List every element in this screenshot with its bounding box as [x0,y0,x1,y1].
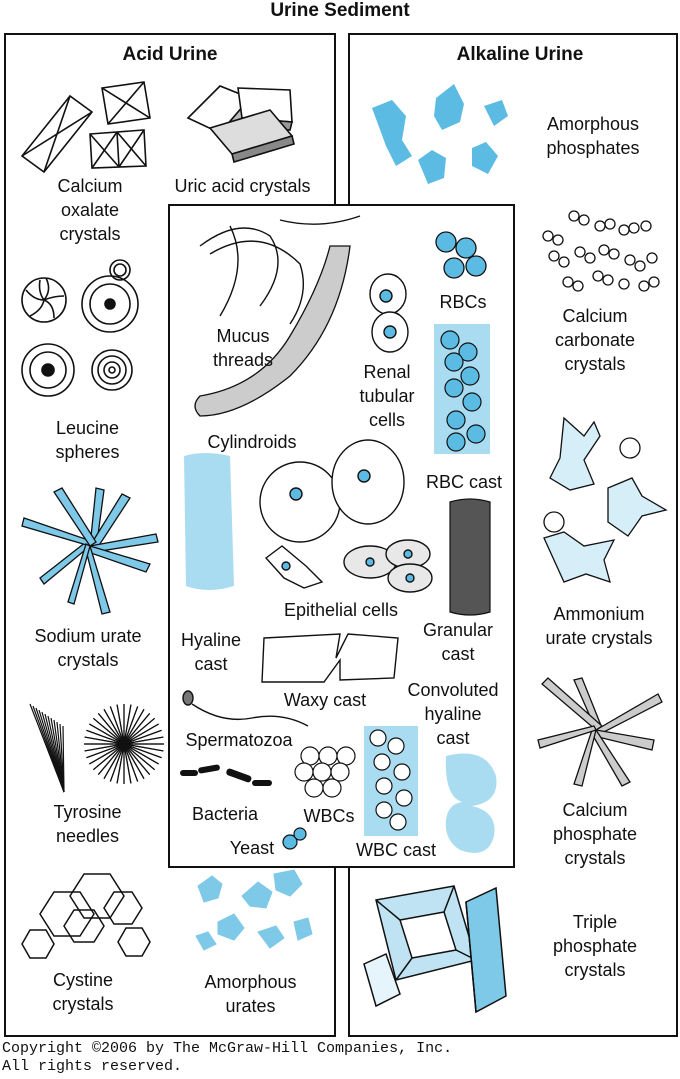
wbcs-label: WBCs [303,806,355,826]
spermatozoa-figure [182,690,309,727]
amorphous-phosphates-label: Amorphous phosphates [546,114,640,158]
amorphous-urates-label: Amorphous urates [204,972,297,1016]
waxy-cast-label: Waxy cast [283,690,367,710]
waxy-cast-figure [261,633,399,683]
calcium-carbonate-crystals-figure [542,210,660,292]
renal-tubular-cells-figure [369,273,409,353]
rbc-cast-label: RBC cast [425,472,503,492]
tyrosine-needles-figure [29,703,164,793]
hyaline-cast-label: Hyaline cast [180,630,242,674]
triple-phosphate-label: Triple phosphate crystals [552,912,638,980]
convoluted-hyaline-cast-figure [445,753,497,853]
cystine-crystals-label: Cystine crystals [52,970,114,1014]
sodium-urate-crystals-figure [21,487,159,615]
calcium-phosphate-label: Calcium phosphate crystals [552,800,638,868]
tyrosine-needles-label: Tyrosine needles [53,802,122,846]
wbc-cast-label: WBC cast [355,840,436,860]
cylindroids-label: Cylindroids [207,432,297,452]
rbcs-label: RBCs [439,292,487,312]
alkaline-urine-heading: Alkaline Urine [456,44,584,65]
convoluted-hyaline-cast-label: Convoluted hyaline cast [407,680,499,748]
cylindroid-figure [194,245,351,417]
page-title: Urine Sediment [270,0,410,21]
sodium-urate-label: Sodium urate crystals [34,626,142,670]
granular-cast-label: Granular cast [422,620,494,664]
spermatozoa-label: Spermatozoa [185,730,293,750]
calcium-phosphate-crystals-figure [537,677,663,787]
epithelial-cells-figure [259,439,433,593]
mucus-threads-figure [199,215,361,325]
center-figures [180,215,497,853]
wbc-cast-figure [364,726,418,836]
bacteria-figure [180,764,272,786]
calcium-oxalate-label: Calcium oxalate crystals [57,176,123,244]
wbcs-figure [294,746,356,798]
acid-urine-heading: Acid Urine [122,44,218,65]
leucine-spheres-figure [21,259,139,397]
ammonium-urate-crystals-figure [543,416,668,584]
yeast-label: Yeast [229,838,275,858]
yeast-figure [282,827,307,850]
epithelial-cells-label: Epithelial cells [283,600,399,620]
calcium-oxalate-crystals-figure [20,81,151,174]
bacteria-label: Bacteria [191,804,259,824]
granular-cast-figure [449,498,491,616]
mucus-threads-label: Mucus threads [212,326,274,370]
uric-acid-label: Uric acid crystals [174,176,311,196]
renal-tubular-cells-label: Renal tubular cells [359,362,415,430]
rbcs-figure [435,231,487,279]
rbc-cast-figure [434,324,490,454]
ammonium-urate-label: Ammonium urate crystals [545,604,653,648]
amorphous-urates-figure [195,869,313,951]
amorphous-phosphates-figure [372,84,508,184]
triple-phosphate-crystals-figure [363,885,507,1014]
hyaline-cast-figure [184,453,234,590]
calcium-carbonate-label: Calcium carbonate crystals [554,306,636,374]
copyright-notice: Copyright ©2006 by The McGraw-Hill Compa… [2,1040,453,1075]
leucine-spheres-label: Leucine spheres [55,418,120,462]
uric-acid-crystals-figure [186,85,295,163]
cystine-crystals-figure [21,873,151,959]
